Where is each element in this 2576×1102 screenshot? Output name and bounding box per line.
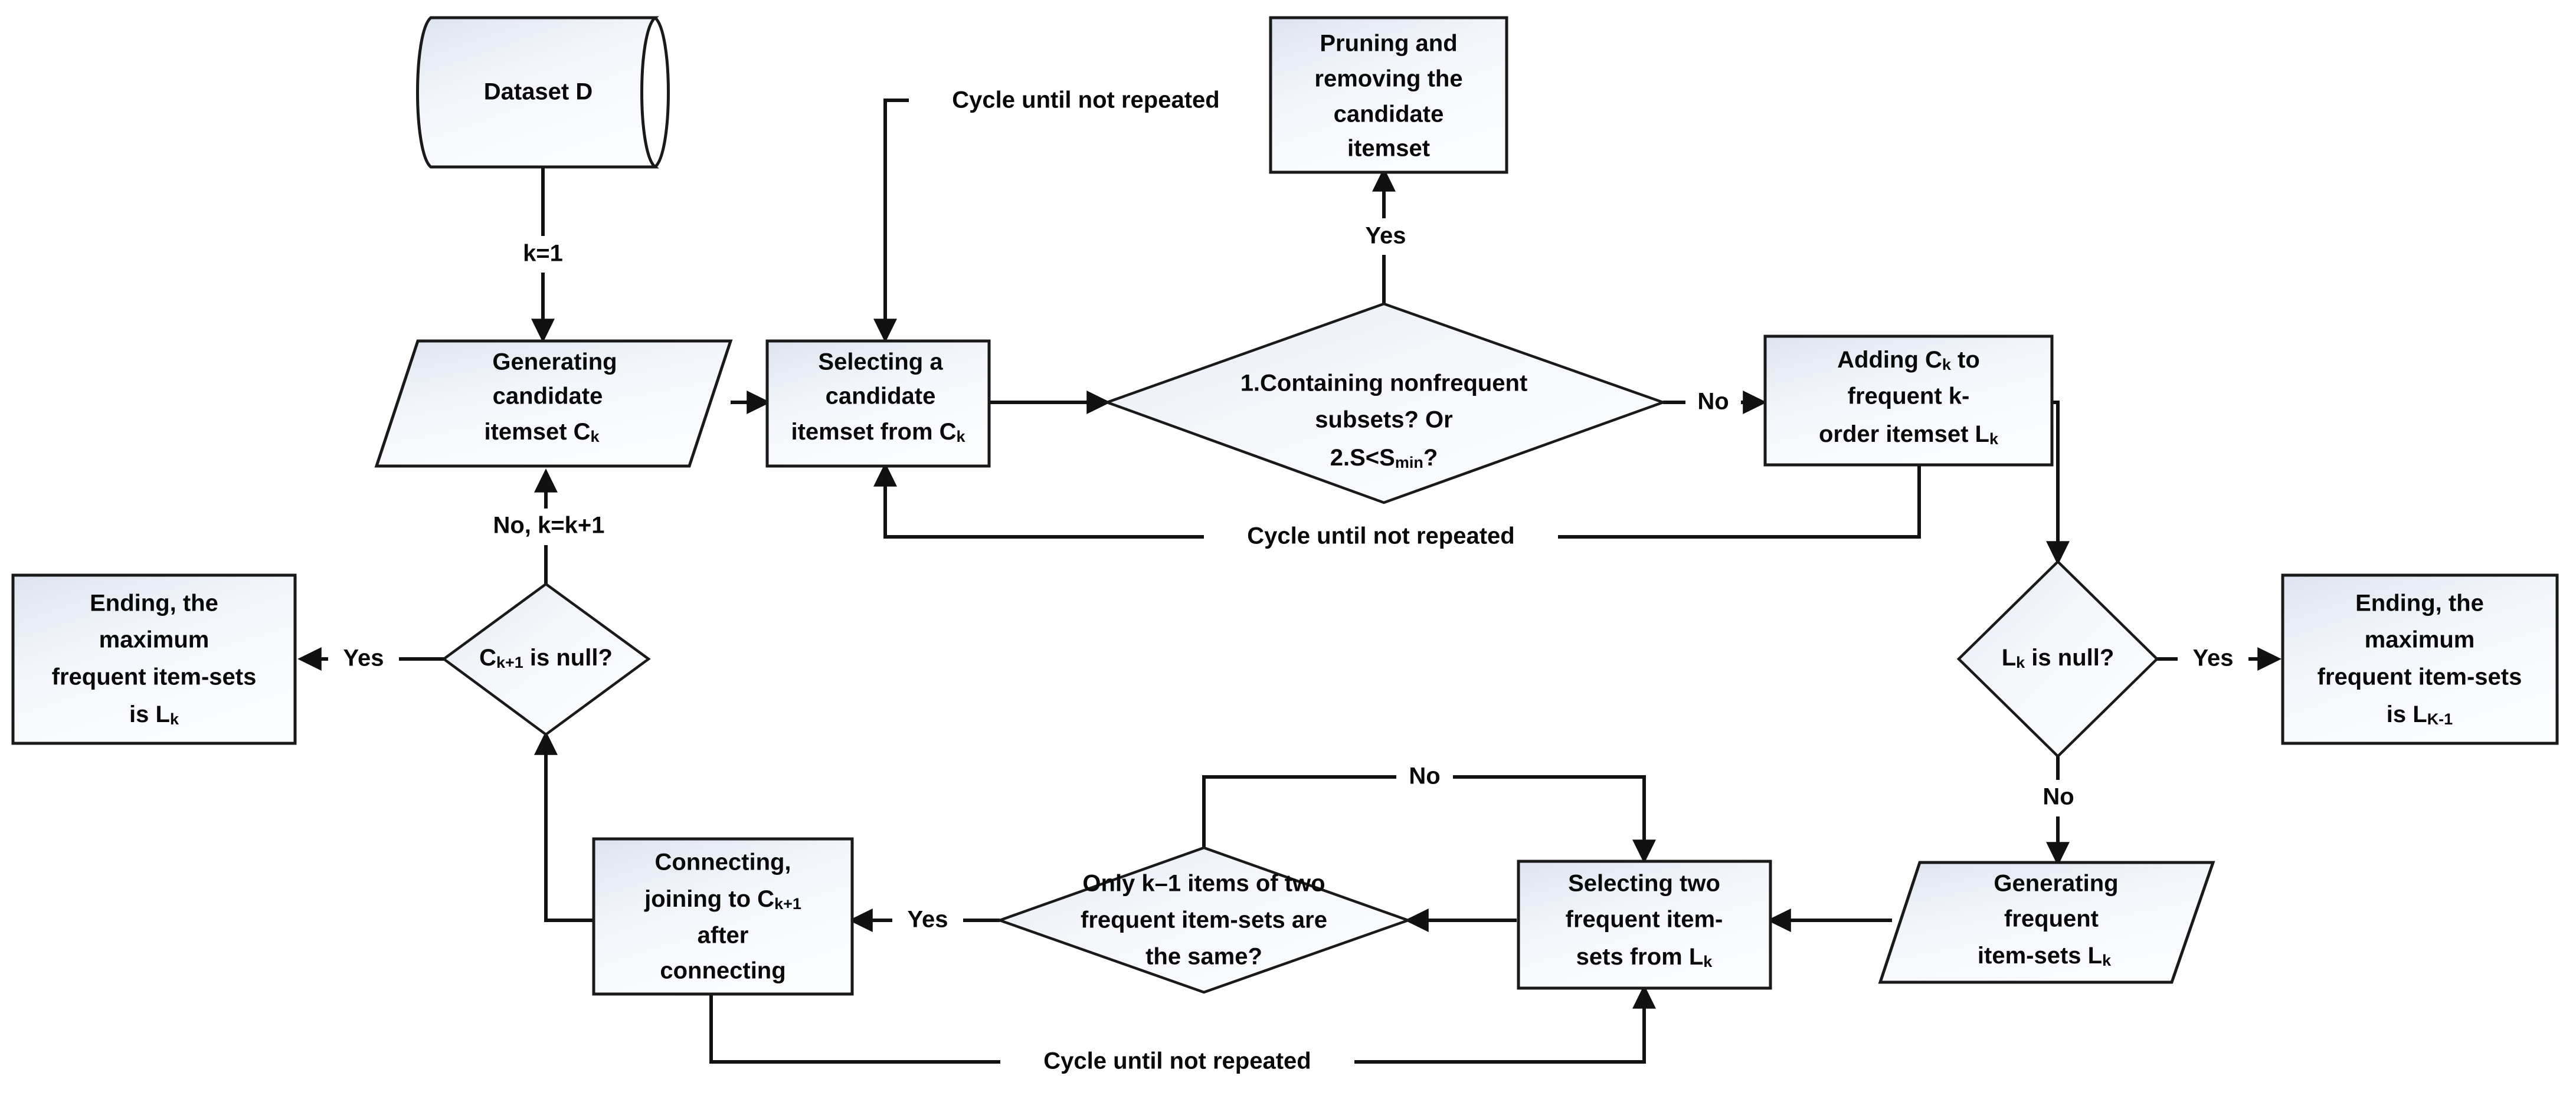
node-ck1-is-null[interactable]: Ck+1 is null?	[441, 582, 651, 736]
edge-label-yes-ck1null: Yes	[328, 641, 399, 678]
node-generating-frequent-itemsets[interactable]: Generating frequent item-sets Lk	[1878, 861, 2215, 984]
node-ending-lk1-line4: is LK-1	[2387, 701, 2453, 729]
node-ending-lk1-line3: frequent item-sets	[2318, 664, 2522, 690]
node-only-k1-line2: frequent item-sets are	[1081, 907, 1327, 933]
node-ending-lk-minus-1[interactable]: Ending, the maximum frequent item-sets i…	[2281, 573, 2559, 745]
node-pruning-line1: Pruning and	[1320, 31, 1457, 57]
node-generating-candidate-line3: itemset Ck	[484, 419, 600, 446]
svg-text:Yes: Yes	[1366, 223, 1406, 249]
node-selecting-candidate-line2: candidate	[826, 383, 936, 409]
node-selecting-candidate-itemset[interactable]: Selecting a candidate itemset from Ck	[765, 339, 991, 468]
node-select-two-line1: Selecting two	[1568, 871, 1720, 897]
node-pruning-line2: removing the	[1314, 66, 1462, 92]
edge-label-cycle-top: Cycle until not repeated	[909, 83, 1263, 119]
node-selecting-two-frequent[interactable]: Selecting two frequent item- sets from L…	[1517, 860, 1772, 990]
edge-label-yes-only-k1: Yes	[892, 903, 963, 939]
node-generating-candidate-itemset[interactable]: Generating candidate itemset Ck	[374, 339, 733, 468]
node-gen-frequent-line3: item-sets Lk	[1978, 943, 2112, 970]
node-connecting-line4: connecting	[660, 958, 785, 984]
node-select-two-line2: frequent item-	[1566, 907, 1723, 933]
svg-text:Yes: Yes	[343, 645, 384, 671]
edge-label-yes-prune: Yes	[1355, 218, 1417, 255]
svg-text:No, k=k+1: No, k=k+1	[493, 513, 604, 539]
edge-label-no-only-k1: No	[1396, 759, 1453, 796]
edge-label-yes-lknull: Yes	[2178, 641, 2248, 678]
node-adding-line3: order itemset Lk	[1819, 421, 1999, 448]
node-only-k1-line1: Only k–1 items of two	[1082, 871, 1325, 897]
node-pruning-removing-candidate[interactable]: Pruning and removing the candidate items…	[1269, 16, 1508, 174]
node-ck1-is-null-label: Ck+1 is null?	[479, 645, 613, 672]
node-ending-lk-line3: frequent item-sets	[52, 664, 257, 690]
node-only-k1-line3: the same?	[1145, 944, 1262, 970]
edge-label-no-k-increment: No, k=k+1	[449, 509, 649, 545]
node-ending-lk-line2: maximum	[99, 627, 210, 653]
node-gen-frequent-line1: Generating	[1994, 871, 2118, 897]
node-generating-candidate-line2: candidate	[493, 383, 603, 409]
node-pruning-line4: itemset	[1347, 136, 1430, 162]
node-ending-lk1-line1: Ending, the	[2355, 591, 2484, 616]
node-selecting-candidate-line1: Selecting a	[818, 349, 943, 375]
node-ending-lk1-line2: maximum	[2365, 627, 2475, 653]
edge-label-k-equals-1: k=1	[499, 236, 587, 273]
node-condition-line1: 1.Containing nonfrequent	[1240, 370, 1528, 396]
node-selecting-candidate-line3: itemset from Ck	[791, 419, 965, 446]
node-connecting-line1: Connecting,	[654, 850, 791, 875]
svg-text:k=1: k=1	[523, 241, 563, 267]
edge-label-cycle-bottom: Cycle until not repeated	[1000, 1044, 1354, 1081]
node-dataset-d-label: Dataset D	[484, 79, 593, 105]
node-gen-frequent-line2: frequent	[2004, 906, 2099, 932]
node-only-k1-items-same[interactable]: Only k–1 items of two frequent item-sets…	[996, 846, 1412, 994]
edge-add-to-lknull	[2046, 401, 2070, 565]
svg-text:Cycle until not repeated: Cycle until not repeated	[1247, 523, 1514, 549]
edge-label-no-lknull: No	[2030, 780, 2087, 816]
node-ending-lk[interactable]: Ending, the maximum frequent item-sets i…	[11, 573, 297, 745]
node-condition-line2: subsets? Or	[1315, 407, 1452, 433]
node-connecting-joining[interactable]: Connecting, joining to Ck+1 after connec…	[592, 837, 854, 996]
node-condition-line3: 2.S<Smin?	[1330, 445, 1438, 472]
svg-text:Yes: Yes	[2193, 645, 2234, 671]
node-select-two-line3: sets from Lk	[1576, 944, 1713, 971]
node-dataset-d[interactable]: Dataset D	[416, 16, 670, 169]
node-condition-nonfrequent[interactable]: 1.Containing nonfrequent subsets? Or 2.S…	[1103, 302, 1667, 504]
node-pruning-line3: candidate	[1334, 101, 1444, 127]
edge-prune-cycle-to-select	[873, 99, 1263, 343]
svg-text:Yes: Yes	[908, 907, 948, 933]
svg-text:No: No	[1409, 763, 1440, 789]
edge-connecting-to-ck1null	[534, 731, 593, 922]
edge-label-cycle-middle: Cycle until not repeated	[1204, 519, 1558, 556]
svg-text:Cycle until not repeated: Cycle until not repeated	[1043, 1048, 1311, 1074]
node-adding-ck-to-lk[interactable]: Adding Ck to frequent k- order itemset L…	[1763, 334, 2054, 467]
svg-text:No: No	[2043, 784, 2074, 810]
node-lk-is-null[interactable]: Lk is null?	[1956, 559, 2159, 759]
node-connecting-line2: joining to Ck+1	[644, 886, 801, 913]
edge-label-no-add: No	[1685, 385, 1741, 421]
node-lk-is-null-label: Lk is null?	[2002, 645, 2115, 672]
node-ending-lk-line4: is Lk	[129, 701, 179, 729]
node-generating-candidate-line1: Generating	[492, 349, 617, 375]
node-adding-line2: frequent k-	[1848, 383, 1970, 409]
svg-text:No: No	[1697, 389, 1729, 415]
node-connecting-line3: after	[698, 923, 749, 949]
node-adding-line1: Adding Ck to	[1837, 347, 1980, 374]
svg-text:Cycle until not repeated: Cycle until not repeated	[952, 87, 1219, 113]
node-ending-lk-line1: Ending, the	[90, 591, 218, 616]
